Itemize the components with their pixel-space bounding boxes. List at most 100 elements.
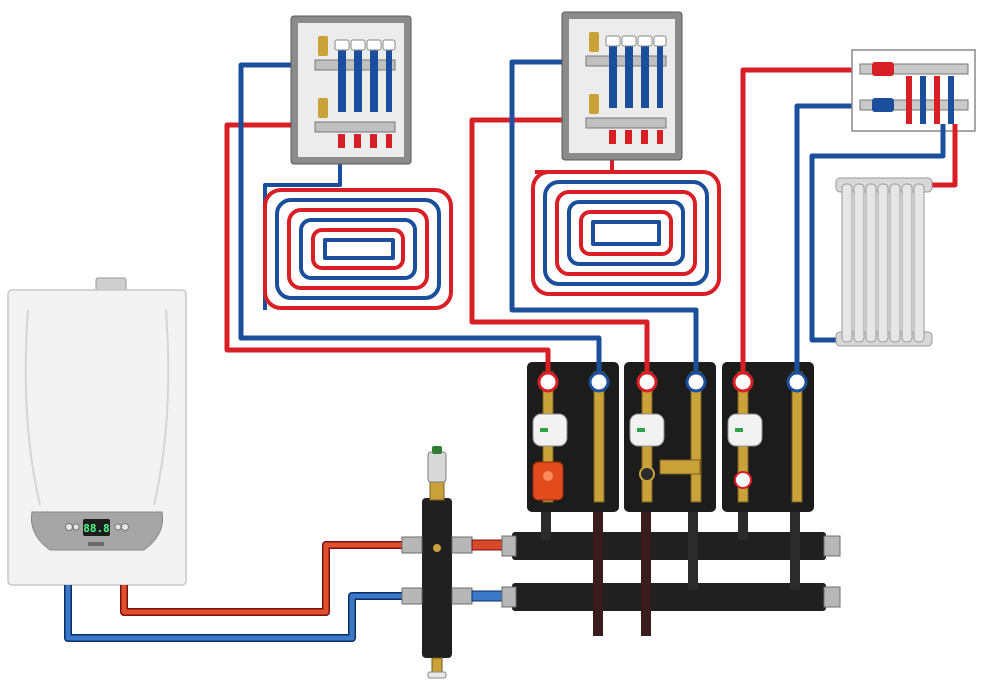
air-vent-cap-icon [432, 446, 442, 454]
header-supply-inlet [501, 535, 517, 557]
loop1-ring [287, 208, 429, 290]
manifold-vent-icon [589, 32, 599, 52]
flow-meter-icon [625, 38, 633, 108]
ball-valve-icon[interactable] [734, 471, 752, 489]
header-riser [641, 510, 651, 636]
header-riser [738, 510, 748, 540]
flow-meter-icon [641, 38, 649, 108]
loop1-ring [299, 218, 417, 280]
manifold-vent-icon [589, 94, 599, 114]
boiler-supply-pipe [121, 542, 405, 615]
loop2-ring [567, 200, 685, 266]
floor-heating-loop-1 [263, 162, 453, 310]
zone2-supply-pipe [469, 117, 650, 372]
boiler-knob-right[interactable] [114, 523, 122, 531]
outlet-valve-icon [625, 130, 632, 144]
thermometer-gauge-icon [537, 371, 559, 393]
loop2-core [591, 220, 661, 246]
header-supply-endcap [823, 535, 841, 557]
distribution-header [501, 510, 841, 636]
separator-right-upper-fitting [451, 536, 473, 554]
air-vent-icon [427, 451, 447, 483]
manifold-cabinet-1 [290, 15, 412, 165]
zone1-return-pipe [238, 62, 602, 372]
header-riser [688, 510, 698, 590]
radiator-manifold-outlet [948, 76, 954, 124]
thermometer-gauge-icon [732, 371, 754, 393]
radiator-manifold-return-bar [859, 99, 969, 111]
radiator-section [877, 183, 889, 343]
zone3-return-pipe [794, 103, 860, 372]
radiator-manifold-outlet [906, 76, 912, 124]
flow-meter-icon [609, 38, 617, 108]
circulation-pump-icon [532, 413, 568, 447]
boiler-front-curve-right [153, 309, 170, 506]
thermometer-gauge-icon [685, 371, 707, 393]
radiator-manifold [851, 49, 976, 132]
loop2-ring [531, 170, 721, 296]
loop1-core [323, 238, 395, 260]
radiator-manifold-frame [851, 49, 976, 132]
separator-body [422, 498, 452, 658]
zone1-supply-pipe [224, 122, 551, 372]
thermometer-gauge-icon [786, 371, 808, 393]
zone3-supply-pipe [740, 67, 860, 372]
circulation-pump-icon [727, 413, 763, 447]
separator-left-lower-fitting [401, 587, 423, 605]
boiler-knob-left-2[interactable] [72, 523, 80, 531]
actuator-head-icon [605, 35, 621, 47]
flow-meter-icon [370, 42, 378, 112]
boiler-lcd-display [83, 519, 110, 536]
mixing-valve-icon [659, 459, 701, 475]
zone2-return-pipe [509, 59, 699, 372]
separator-sensor-port [433, 544, 441, 552]
pump-indicator [540, 428, 548, 432]
header-return-bar [512, 583, 826, 611]
loop2-ring [555, 190, 697, 276]
header-supply-bar [512, 532, 826, 560]
boiler-body [7, 289, 187, 586]
pump-indicator [637, 428, 645, 432]
radiator-pipes [809, 124, 958, 343]
circulation-pump-icon [629, 413, 665, 447]
boiler-lcd-readout: 88.8 [83, 522, 110, 535]
outlet-valve-icon [641, 130, 648, 144]
pump-module-1 [527, 362, 619, 512]
loop2-ring [543, 180, 709, 286]
flow-meter-icon [354, 42, 362, 112]
boiler-knob-left[interactable] [65, 523, 73, 531]
actuator-head-icon [382, 39, 396, 51]
outlet-valve-icon [657, 130, 663, 144]
boiler-front-curve [24, 309, 41, 506]
actuator-head-icon [334, 39, 350, 51]
zone-pipes [224, 59, 860, 372]
header-return-inlet [501, 586, 517, 608]
loop2-ring [579, 210, 673, 256]
actuator-head-icon [350, 39, 366, 51]
loop1-ring [263, 188, 453, 310]
radiator-section [901, 183, 913, 343]
wall-boiler: 88.8 [7, 277, 187, 586]
actuator-knob-icon[interactable] [543, 471, 553, 481]
radiator-section [841, 183, 853, 343]
flow-meter-icon [657, 38, 663, 108]
boiler-knob-right-2[interactable] [121, 523, 129, 531]
outlet-valve-icon [370, 134, 377, 148]
outlet-valve-icon [354, 134, 361, 148]
separator-right-lower-fitting [451, 587, 473, 605]
actuator-head-icon [621, 35, 637, 47]
thermometer-gauge-icon [636, 371, 658, 393]
boiler-pipes [64, 541, 405, 642]
header-riser [790, 510, 800, 590]
boiler-return-pipe [65, 585, 405, 641]
manifold-cabinet-2 [561, 11, 683, 161]
header-return-endcap [823, 586, 841, 608]
header-riser [541, 510, 551, 540]
radiator-section [853, 183, 865, 343]
actuator-head-icon [366, 39, 382, 51]
radiator-manifold-return-inlet [872, 98, 894, 112]
drain-valve-handle-icon[interactable] [427, 671, 447, 679]
mixing-valve-knob-icon[interactable] [639, 466, 655, 482]
outlet-valve-icon [609, 130, 616, 144]
boiler-logo [88, 542, 104, 546]
